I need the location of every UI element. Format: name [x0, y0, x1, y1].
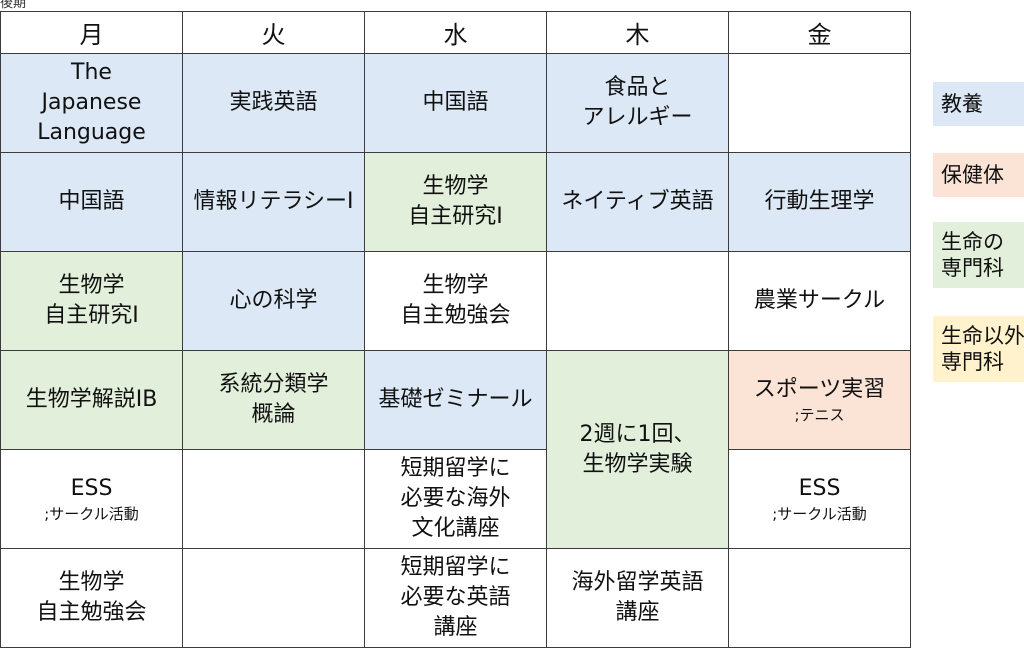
timetable-row: ESS ;サークル活動 短期留学に 必要な海外 文化講座 ESS ;サークル活動 — [0, 449, 911, 549]
class-cell-thu-period-6: 海外留学英語 講座 — [546, 548, 729, 648]
class-cell-wed-period-1: 中国語 — [364, 53, 547, 153]
class-cell-tue-period-5 — [182, 449, 365, 549]
class-name: 中国語 — [422, 90, 489, 115]
class-cell-mon-period-4: 生物学解説IB — [0, 350, 183, 450]
class-name: スポーツ実習 — [753, 377, 886, 402]
class-cell-tue-period-4: 系統分類学 概論 — [182, 350, 365, 450]
class-cell-fri-period-6 — [728, 548, 911, 648]
class-cell-tue-period-1: 実践英語 — [182, 53, 365, 153]
class-cell-tue-period-3: 心の科学 — [182, 251, 365, 351]
class-name: 海外留学英語 講座 — [571, 570, 704, 625]
day-header-tue: 火 — [182, 11, 365, 54]
legend-label: 保健体 — [941, 163, 1004, 187]
legend-label: 教養 — [941, 92, 983, 116]
class-cell-mon-period-5: ESS ;サークル活動 — [0, 449, 183, 549]
class-cell-tue-period-6 — [182, 548, 365, 648]
legend-label: 生命の 専門科 — [941, 230, 1004, 280]
class-cell-fri-period-5: ESS ;サークル活動 — [728, 449, 911, 549]
day-header-mon: 月 — [0, 11, 183, 54]
class-cell-wed-period-2: 生物学 自主研究I — [364, 152, 547, 252]
class-cell-wed-period-5: 短期留学に 必要な海外 文化講座 — [364, 449, 547, 549]
class-cell-fri-period-2: 行動生理学 — [728, 152, 911, 252]
class-name: 行動生理学 — [764, 189, 875, 214]
class-name: 生物学解説IB — [25, 387, 158, 412]
class-cell-tue-period-2: 情報リテラシーI — [182, 152, 365, 252]
class-name: 心の科学 — [229, 288, 318, 313]
class-cell-mon-period-6: 生物学 自主勉強会 — [0, 548, 183, 648]
class-name: The Japanese Language — [37, 60, 146, 145]
class-cell-mon-period-3: 生物学 自主研究I — [0, 251, 183, 351]
class-name: 基礎ゼミナール — [378, 387, 533, 412]
term-label: 後期 — [0, 0, 27, 11]
class-name: 生物学 自主研究I — [44, 273, 139, 328]
legend-item-other: 生命以外 専門科 — [933, 316, 1024, 382]
class-name: 短期留学に 必要な海外 文化講座 — [400, 456, 511, 541]
class-cell-mon-period-2: 中国語 — [0, 152, 183, 252]
class-name: ESS — [70, 476, 113, 501]
class-name: 2週に1回、 生物学実験 — [579, 421, 696, 477]
class-cell-fri-period-3: 農業サークル — [728, 251, 911, 351]
class-name: 中国語 — [58, 189, 125, 214]
class-name: ネイティブ英語 — [561, 189, 714, 214]
timetable-row: 生物学 自主勉強会 短期留学に 必要な英語 講座 海外留学英語 講座 — [0, 548, 911, 648]
timetable-row: The Japanese Language 実践英語 中国語 食品と アレルギー — [0, 53, 911, 153]
class-cell-fri-period-1 — [728, 53, 911, 153]
class-note: ;サークル活動 — [772, 505, 867, 523]
class-name: 生物学 自主勉強会 — [36, 570, 147, 625]
class-note: ;サークル活動 — [44, 505, 139, 523]
class-name: 生物学 自主勉強会 — [400, 273, 511, 328]
class-cell-mon-period-1: The Japanese Language — [0, 53, 183, 153]
class-cell-fri-period-4: スポーツ実習 ;テニス — [728, 350, 911, 450]
legend-item-bio: 生命の 専門科 — [933, 222, 1024, 288]
legend-item-general: 教養 — [933, 82, 1024, 126]
class-cell-thu-period-3 — [546, 251, 729, 351]
class-name: 実践英語 — [229, 90, 318, 115]
day-header-wed: 水 — [364, 11, 547, 54]
timetable-row: 中国語 情報リテラシーI 生物学 自主研究I ネイティブ英語 行動生理学 — [0, 152, 911, 252]
class-cell-thu-period-1: 食品と アレルギー — [546, 53, 729, 153]
timetable-row: 生物学 自主研究I 心の科学 生物学 自主勉強会 農業サークル — [0, 251, 911, 351]
class-name: ESS — [798, 476, 841, 501]
class-cell-wed-period-6: 短期留学に 必要な英語 講座 — [364, 548, 547, 648]
class-cell-thu-period-4: 2週に1回、 生物学実験 — [546, 350, 729, 549]
day-header-fri: 金 — [728, 11, 911, 54]
class-name: 農業サークル — [753, 288, 886, 313]
class-cell-wed-period-3: 生物学 自主勉強会 — [364, 251, 547, 351]
class-cell-thu-period-2: ネイティブ英語 — [546, 152, 729, 252]
class-note: ;テニス — [794, 406, 845, 424]
legend-label: 生命以外 専門科 — [941, 324, 1024, 374]
class-name: 系統分類学 概論 — [218, 372, 329, 427]
class-name: 食品と アレルギー — [582, 75, 693, 130]
legend-item-pe: 保健体 — [933, 153, 1024, 197]
class-cell-wed-period-4: 基礎ゼミナール — [364, 350, 547, 450]
class-name: 生物学 自主研究I — [408, 174, 503, 229]
timetable-header-row: 月 火 水 木 金 — [0, 11, 911, 54]
class-name: 情報リテラシーI — [193, 189, 354, 214]
day-header-thu: 木 — [546, 11, 729, 54]
class-name: 短期留学に 必要な英語 講座 — [400, 555, 511, 640]
